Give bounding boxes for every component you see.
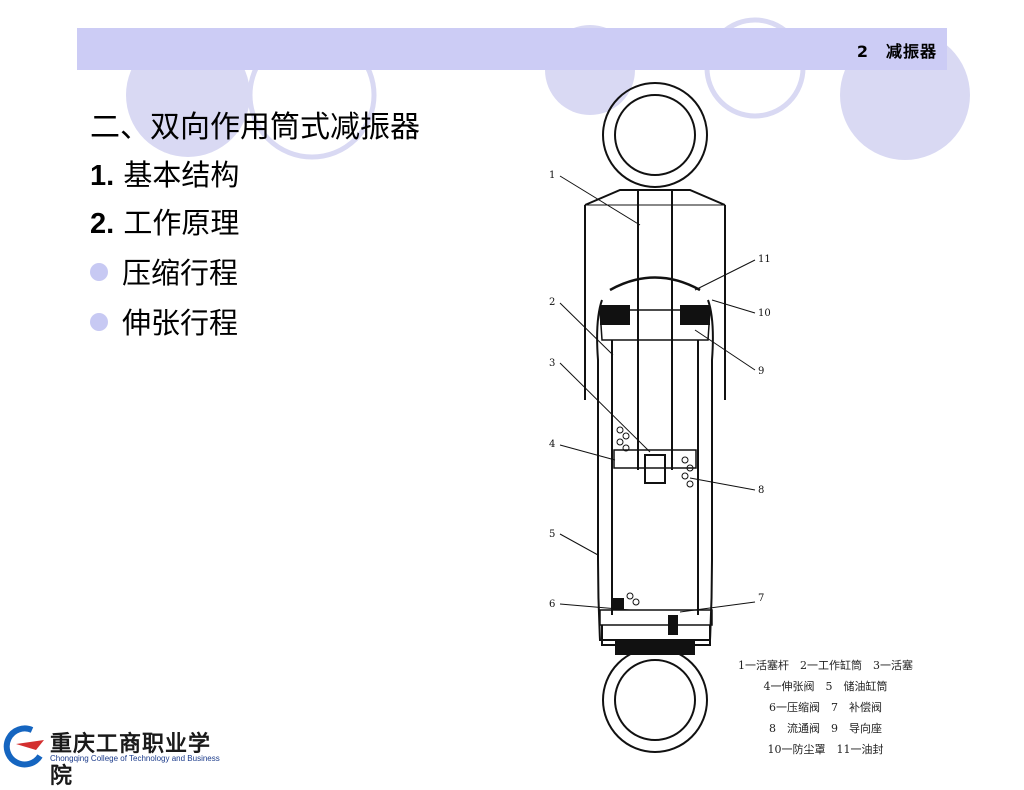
college-logo: 重庆工商职业学院 Chongqing College of Technology… — [0, 722, 230, 789]
logo-emblem-icon — [3, 725, 44, 768]
label-11: 11 — [758, 254, 771, 265]
logo-chinese-name: 重庆工商职业学院 — [50, 731, 212, 789]
item-working-principle: 2. 工作原理 — [90, 200, 239, 242]
item-text: 工作原理 — [123, 206, 240, 240]
label-6: 6 — [549, 599, 555, 610]
bullet-text: 压缩行程 — [122, 256, 239, 290]
legend-line: 1一活塞杆 2一工作缸筒 3一活塞 — [738, 659, 913, 672]
bullet-icon — [90, 313, 108, 331]
shock-absorber-diagram: 1 2 3 4 5 6 7 8 9 10 11 — [549, 82, 771, 753]
label-5: 5 — [549, 529, 555, 540]
label-7: 7 — [758, 593, 764, 604]
section-title: 2 减振器 — [856, 42, 937, 61]
logo-english-name: Chongqing College of Technology and Busi… — [50, 754, 220, 763]
bullet-extension-stroke: 伸张行程 — [90, 300, 238, 342]
spring-coils — [616, 426, 694, 606]
bullet-compression-stroke: 压缩行程 — [90, 250, 238, 292]
bullet-icon — [90, 263, 108, 281]
item-number: 2. — [90, 208, 115, 240]
diagram-legend: 1一活塞杆 2一工作缸筒 3一活塞 4一伸张阀 5 储油缸筒 6一压缩阀 7 补… — [738, 655, 913, 760]
label-3: 3 — [549, 358, 555, 369]
label-4: 4 — [549, 439, 555, 450]
label-8: 8 — [758, 485, 764, 496]
label-2: 2 — [549, 297, 555, 308]
legend-line: 10一防尘罩 11一油封 — [767, 743, 884, 756]
header-bar: 2 减振器 — [77, 28, 947, 70]
page-title: 二、双向作用筒式减振器 — [90, 110, 420, 145]
label-9: 9 — [758, 366, 764, 377]
bullet-text: 伸张行程 — [122, 306, 239, 340]
legend-line: 8 流通阀 9 导向座 — [769, 722, 882, 735]
legend-line: 4一伸张阀 5 储油缸筒 — [763, 680, 888, 693]
item-basic-structure: 1. 基本结构 — [90, 152, 239, 194]
item-number: 1. — [90, 160, 115, 192]
item-text: 基本结构 — [123, 158, 240, 192]
label-10: 10 — [758, 308, 771, 319]
legend-line: 6一压缩阀 7 补偿阀 — [769, 701, 882, 714]
label-1: 1 — [549, 170, 555, 181]
